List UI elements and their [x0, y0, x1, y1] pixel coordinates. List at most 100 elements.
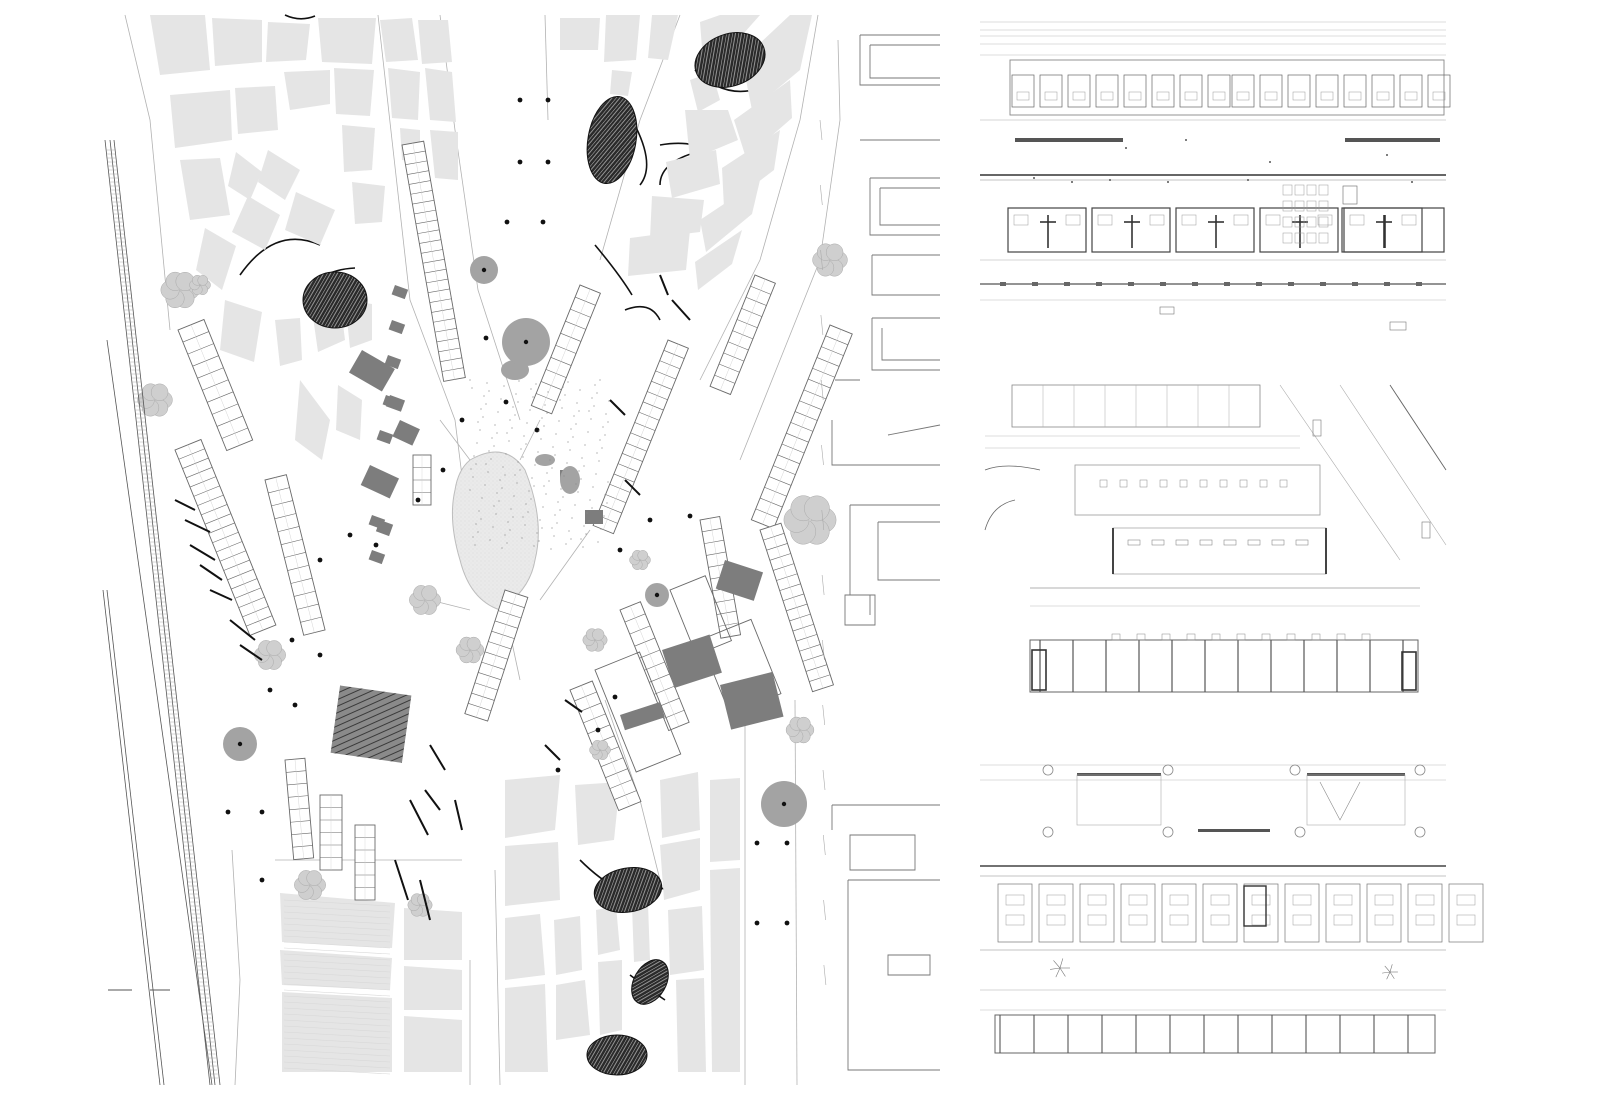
plan-top-table [1294, 216, 1305, 228]
slab-east-2-spine [762, 329, 842, 525]
paving-dot [565, 543, 567, 545]
plan-middle-bench [1247, 539, 1261, 546]
parking-stripe [283, 899, 391, 907]
east-outline-2 [871, 254, 940, 296]
city-block-56 [598, 960, 622, 1035]
city-block-53 [554, 916, 582, 975]
striped-pavilion [330, 685, 412, 763]
plan-bottom-room-table-2 [1292, 914, 1312, 926]
slab-east-3 [759, 522, 835, 693]
bold-arc-4 [594, 244, 633, 296]
paving-dot [469, 379, 471, 381]
paving-dot [580, 478, 582, 480]
paving-dot [545, 493, 547, 495]
parking-stripe [283, 965, 391, 973]
hatched-ellipse-1 [586, 95, 638, 185]
city-block-7 [228, 152, 262, 200]
plan-bottom-room-table-2 [1456, 914, 1476, 926]
road-edge-11 [231, 849, 241, 1086]
east-outline-6 [844, 594, 876, 626]
paving-dot [507, 521, 509, 523]
paving-dot [519, 469, 521, 471]
plan-top-bollard [1416, 282, 1422, 286]
plan-top-room [1123, 74, 1147, 108]
plan-top-room [1011, 74, 1035, 108]
rail-track-2 [113, 139, 221, 1086]
paving-dot [581, 457, 583, 459]
plan-top-bollard [1192, 282, 1198, 286]
parking-stripe [283, 971, 391, 979]
plan-top-bollard [1256, 282, 1262, 286]
paving-dot [601, 447, 603, 449]
east-outline-7 [831, 804, 940, 871]
paving-dot [472, 476, 474, 478]
plan-bottom-room-table [1128, 894, 1148, 906]
city-block-23 [418, 20, 452, 64]
plan-bottom-tree-7 [1414, 826, 1426, 838]
parking-stripe [283, 929, 391, 937]
plan-top-bollard [1128, 282, 1134, 286]
city-block-40 [722, 130, 780, 208]
city-block-16 [295, 380, 330, 460]
paving-dot [599, 379, 601, 381]
tree-crown [597, 740, 609, 751]
paving-dot [577, 491, 579, 493]
round-plaza-center-3 [237, 741, 243, 747]
paving-dot [515, 393, 517, 395]
plaza-edge-2 [539, 529, 591, 601]
plan-top-bed [1264, 91, 1278, 101]
plaza-tree-25 [754, 840, 760, 846]
bike-stand-7 [429, 744, 446, 771]
paving-dot [469, 489, 471, 491]
plan-top-table [1282, 232, 1293, 244]
plan-middle-lower-block [1029, 639, 1419, 693]
paving-dot [514, 474, 516, 476]
city-block-59 [660, 838, 700, 900]
paving-dot [589, 499, 591, 501]
plan-middle-arc-1 [984, 465, 1041, 471]
plaza-tree-2 [517, 159, 523, 165]
plan-top-bed [1348, 91, 1362, 101]
plaza-trees [174, 97, 790, 926]
paving-dot [602, 426, 604, 428]
city-block-60 [668, 906, 704, 975]
city-block-27 [430, 130, 458, 180]
parking-stripe [283, 959, 391, 967]
tree-crown [266, 640, 282, 656]
city-block-43 [280, 893, 395, 948]
plan-top-frame [980, 14, 1446, 344]
rail-track-0 [104, 139, 211, 1086]
plan-top-bed [1404, 91, 1418, 101]
paving-dot [510, 508, 512, 510]
plan-top-bollard [1352, 282, 1358, 286]
paving-dot [501, 547, 503, 549]
plaza-tree-14 [317, 557, 323, 563]
plan-top-bed [1212, 91, 1226, 101]
parking-stripe [283, 1007, 391, 1015]
plan-top-room [1231, 74, 1255, 108]
paving-dot [605, 413, 607, 415]
bike-stand-0 [174, 499, 196, 511]
city-block-11 [196, 228, 236, 290]
paving-dot [559, 509, 561, 511]
plan-top-unit-fixture [1065, 214, 1081, 226]
paving-dot [570, 538, 572, 540]
plan-bottom-tree-sketch-0 [1055, 967, 1061, 978]
pavilion-1 [388, 319, 406, 335]
paving-dot [571, 517, 573, 519]
dark-volume-2 [392, 420, 420, 446]
east-outline-0 [859, 34, 940, 86]
paving-dot [578, 470, 580, 472]
plaza-tree-24 [687, 513, 693, 519]
plan-top-bed [1236, 91, 1250, 101]
paving-dot [488, 390, 490, 392]
plan-middle-desk [1259, 479, 1268, 488]
rail-track-1 [109, 139, 216, 1086]
plan-middle-bench [1127, 539, 1141, 546]
plan-top-table [1306, 184, 1317, 196]
plan-top-mark-1 [1185, 139, 1187, 141]
plan-top-room [1151, 74, 1175, 108]
plan-top-mark-2 [1269, 161, 1271, 163]
road-edge-7 [494, 869, 501, 1086]
paving-dot [540, 438, 542, 440]
